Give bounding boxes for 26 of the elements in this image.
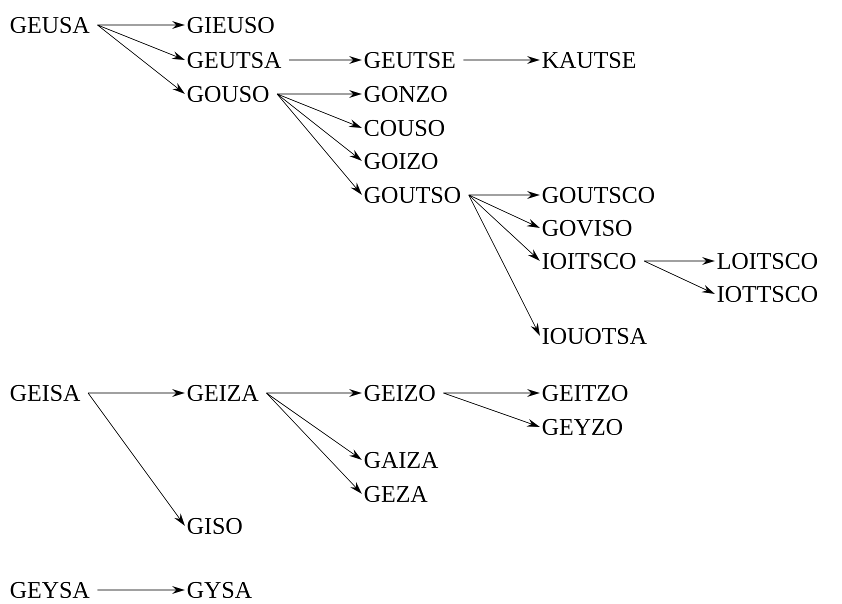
node-label: GOUTSCO [542, 186, 654, 204]
node-label: GAIZA [364, 452, 438, 468]
node-label: GEYSA [10, 582, 90, 598]
node-label: GEISA [10, 384, 80, 402]
node-label: LOITSCO [717, 252, 818, 270]
node-label: GIEUSO [188, 16, 274, 34]
node-label: GEUSA [10, 16, 90, 34]
node-label: GEZA [364, 486, 428, 502]
node-label: IOTTSCO [718, 286, 818, 302]
node-label: GONZO [364, 86, 447, 102]
node-label: GYSA [188, 582, 252, 598]
node-label: GISO [188, 518, 242, 534]
node-label: KAUTSE [542, 52, 636, 68]
node-label: GEUTSA [188, 52, 282, 68]
node-label: COUSO [364, 120, 444, 136]
node-label: GEITZO [542, 384, 628, 402]
node-label: GOIZO [364, 152, 438, 170]
node-label: GEUTSE [364, 52, 454, 68]
node-label: GOVISO [542, 220, 632, 236]
node-label: GEIZA [188, 384, 259, 402]
node-label: IOITSCO [542, 252, 636, 270]
node-label: GEIZO [364, 384, 435, 402]
node-label: GEYZO [542, 418, 622, 436]
node-label: IOUOTSA [542, 328, 647, 344]
node-label: GOUTSO [364, 186, 460, 204]
node-label: GOUSO [188, 86, 268, 102]
